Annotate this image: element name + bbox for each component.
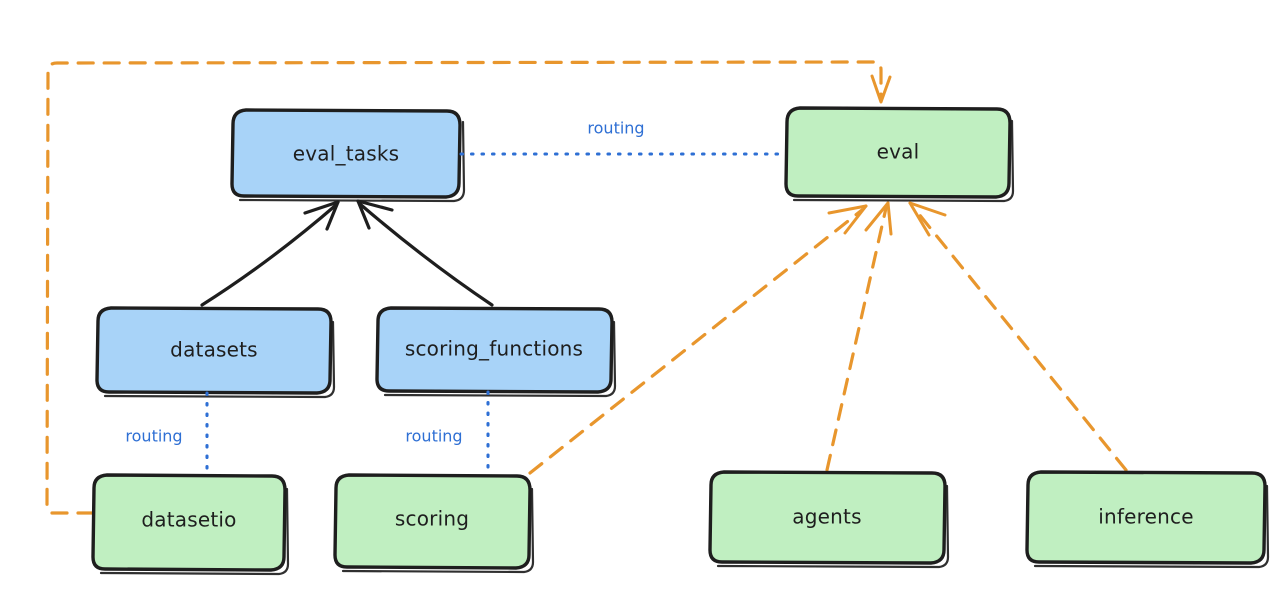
node-eval-tasks[interactable]: eval_tasks <box>230 108 466 203</box>
node-label-eval: eval <box>877 140 920 164</box>
node-label-eval-tasks: eval_tasks <box>293 142 399 166</box>
node-label-scoring: scoring <box>395 507 469 531</box>
edge-datasetio-to-eval[interactable] <box>45 60 892 515</box>
node-scoring-functions[interactable]: scoring_functions <box>375 306 617 398</box>
node-datasetio[interactable]: datasetio <box>91 473 290 576</box>
node-label-agents: agents <box>792 505 861 529</box>
edge-scoring-functions-to-scoring[interactable]: routing <box>405 390 490 479</box>
edge-datasets-to-datasetio[interactable]: routing <box>125 391 209 479</box>
edge-inference-to-eval[interactable] <box>908 201 1128 472</box>
node-label-scoring-functions: scoring_functions <box>405 337 583 361</box>
node-inference[interactable]: inference <box>1025 470 1270 569</box>
edge-label-routing-left: routing <box>125 427 182 446</box>
edge-datasets-to-eval-tasks[interactable] <box>200 200 340 307</box>
node-agents[interactable]: agents <box>708 470 950 569</box>
edge-eval-tasks-to-eval[interactable]: routing <box>459 119 788 156</box>
node-label-inference: inference <box>1098 505 1193 529</box>
node-scoring[interactable]: scoring <box>333 473 535 574</box>
edge-scoring-functions-to-eval-tasks[interactable] <box>356 199 494 307</box>
edge-agents-to-eval[interactable] <box>825 201 893 472</box>
node-datasets[interactable]: datasets <box>95 306 336 399</box>
edge-label-routing-top: routing <box>587 119 644 138</box>
node-label-datasets: datasets <box>170 338 258 362</box>
edge-scoring-to-eval[interactable] <box>528 204 868 475</box>
node-eval[interactable]: eval <box>784 106 1015 203</box>
edge-label-routing-middle: routing <box>405 427 462 446</box>
node-label-datasetio: datasetio <box>141 508 236 532</box>
